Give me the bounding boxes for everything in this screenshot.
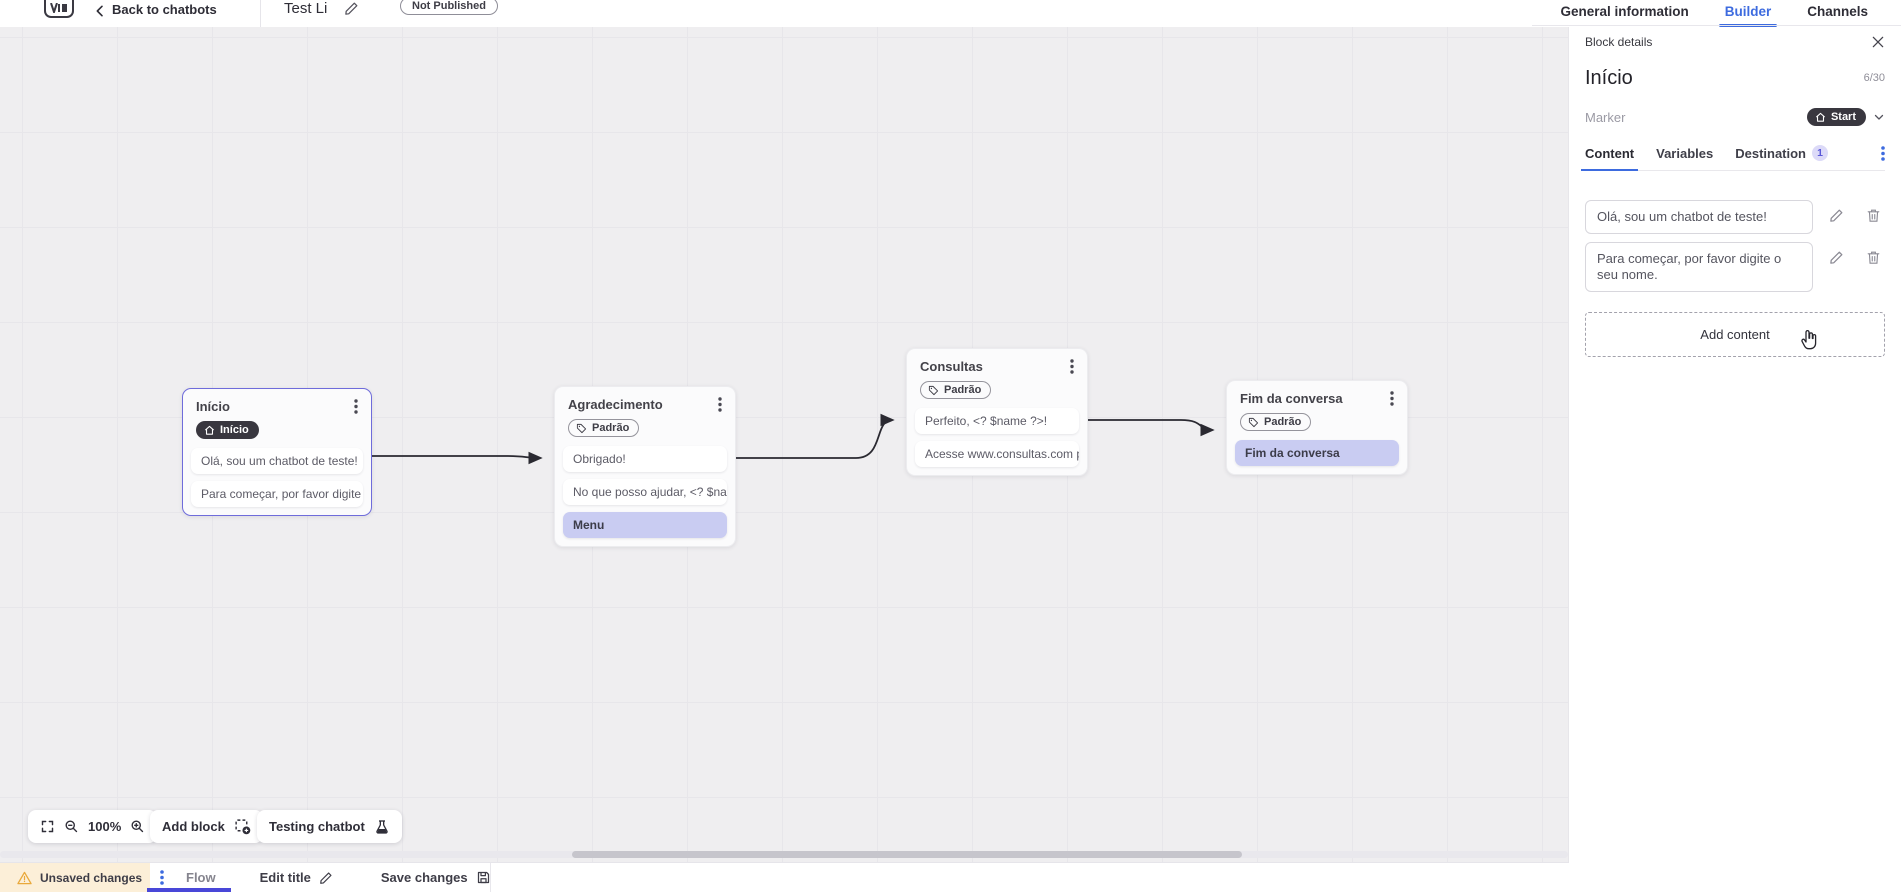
status-badge: Not Published (400, 0, 498, 15)
canvas-scrollbar-thumb[interactable] (572, 851, 1242, 858)
edit-bot-title-icon[interactable] (344, 1, 359, 16)
block-title: Fim da conversa (1240, 391, 1343, 406)
block-menu-dots-icon[interactable] (354, 399, 358, 414)
bot-title: Test Li (284, 0, 328, 17)
panel-menu-dots-icon[interactable] (1881, 145, 1885, 161)
app-logo (44, 0, 74, 18)
panel-tab-variables[interactable]: Variables (1656, 145, 1714, 161)
start-marker-pill[interactable]: Start (1806, 108, 1866, 126)
block-title: Agradecimento (568, 397, 663, 412)
chevron-down-icon (1874, 114, 1884, 120)
tag-icon (576, 423, 587, 433)
tag-icon (1248, 417, 1259, 427)
message-item[interactable]: Acesse www.consultas.com par... (915, 441, 1079, 467)
tab-builder[interactable]: Builder (1718, 0, 1777, 27)
zoom-level: 100% (88, 819, 122, 834)
zoom-in-icon[interactable] (130, 819, 145, 834)
marker-label: Marker (1585, 109, 1626, 125)
tab-channels[interactable]: Channels (1807, 4, 1868, 19)
back-chevron-icon[interactable] (92, 3, 108, 19)
block-consultas[interactable]: Consultas Padrão Perfeito, <? $name ?>! … (906, 348, 1088, 476)
bottombar: Unsaved changes Flow Edit title Save cha… (0, 862, 1569, 892)
message-item[interactable]: No que posso ajudar, <? $name ... (563, 479, 727, 505)
zoom-toolbar: 100% (28, 810, 158, 843)
zoom-out-icon[interactable] (64, 819, 79, 834)
block-title: Consultas (920, 359, 983, 374)
home-icon (1815, 112, 1825, 122)
panel-header-label: Block details (1585, 35, 1653, 49)
delete-message-icon[interactable] (1866, 208, 1881, 223)
block-details-panel: Block details Início 6/30 Marker Start C… (1568, 27, 1901, 892)
flow-tab-underline (147, 888, 231, 892)
content-row: Para começar, por favor digite o seu nom… (1585, 242, 1885, 292)
save-changes-button[interactable]: Save changes (381, 870, 491, 885)
pencil-icon (320, 871, 332, 884)
tag-icon (928, 385, 939, 395)
message-item[interactable]: Olá, sou um chatbot de teste! (191, 448, 363, 474)
fullscreen-icon[interactable] (40, 819, 55, 834)
builder-nav-tabs: General information Builder Channels (1560, 0, 1868, 27)
start-marker-badge: Início (196, 421, 259, 439)
message-item[interactable]: Para começar, por favor digite o ... (191, 481, 363, 507)
testing-chatbot-button[interactable]: Testing chatbot (257, 810, 402, 843)
topbar: Back to chatbots Test Li Not Published G… (0, 0, 1901, 27)
save-icon (477, 871, 489, 884)
canvas-scrollbar[interactable] (0, 851, 1568, 858)
padrao-marker-badge: Padrão (920, 381, 992, 399)
block-menu-dots-icon[interactable] (718, 397, 722, 412)
tabs-underline (1532, 25, 1901, 26)
warning-icon (17, 871, 32, 884)
button-item[interactable]: Menu (563, 512, 727, 538)
flask-icon (374, 819, 390, 835)
block-menu-dots-icon[interactable] (1070, 359, 1074, 374)
message-item[interactable]: Obrigado! (563, 446, 727, 472)
close-icon[interactable] (1871, 35, 1885, 49)
message-card[interactable]: Olá, sou um chatbot de teste! (1585, 200, 1813, 234)
back-to-chatbots-link[interactable]: Back to chatbots (112, 2, 217, 17)
button-item[interactable]: Fim da conversa (1235, 440, 1399, 466)
block-title: Início (196, 399, 230, 414)
block-name-title[interactable]: Início (1585, 67, 1633, 89)
content-row: Olá, sou um chatbot de teste! (1585, 200, 1885, 234)
edit-title-button[interactable]: Edit title (260, 870, 333, 885)
panel-tab-destination[interactable]: Destination 1 (1735, 145, 1829, 161)
add-block-button[interactable]: Add block (150, 810, 263, 843)
block-agradecimento[interactable]: Agradecimento Padrão Obrigado! No que po… (554, 386, 736, 547)
padrao-marker-badge: Padrão (1240, 413, 1312, 431)
block-inicio[interactable]: Início Início Olá, sou um chatbot de tes… (182, 388, 372, 516)
add-block-icon (234, 818, 251, 835)
tab-flow[interactable]: Flow (186, 870, 216, 885)
bottombar-divider (490, 863, 491, 892)
message-card[interactable]: Para começar, por favor digite o seu nom… (1585, 242, 1813, 292)
message-item[interactable]: Perfeito, <? $name ?>! (915, 408, 1079, 434)
destination-count-badge: 1 (1812, 145, 1829, 161)
bottombar-menu-dots-icon[interactable] (160, 870, 164, 885)
name-counter: 6/30 (1863, 72, 1885, 84)
padrao-marker-badge: Padrão (568, 419, 640, 437)
edit-message-icon[interactable] (1829, 208, 1844, 223)
add-content-button[interactable]: Add content (1585, 312, 1885, 357)
flow-connectors (372, 413, 1215, 465)
topbar-divider (260, 0, 261, 27)
panel-tab-content[interactable]: Content (1580, 145, 1639, 171)
block-menu-dots-icon[interactable] (1390, 391, 1394, 406)
marker-selector[interactable]: Start (1806, 108, 1885, 126)
unsaved-changes-badge: Unsaved changes (0, 863, 150, 892)
block-fim-da-conversa[interactable]: Fim da conversa Padrão Fim da conversa (1226, 380, 1408, 475)
panel-tabs: Content Variables Destination 1 (1580, 145, 1885, 171)
home-icon (205, 425, 214, 435)
delete-message-icon[interactable] (1866, 250, 1881, 265)
tab-general-information[interactable]: General information (1560, 4, 1689, 19)
edit-message-icon[interactable] (1829, 250, 1844, 265)
flow-canvas[interactable]: Início Início Olá, sou um chatbot de tes… (0, 27, 1568, 862)
